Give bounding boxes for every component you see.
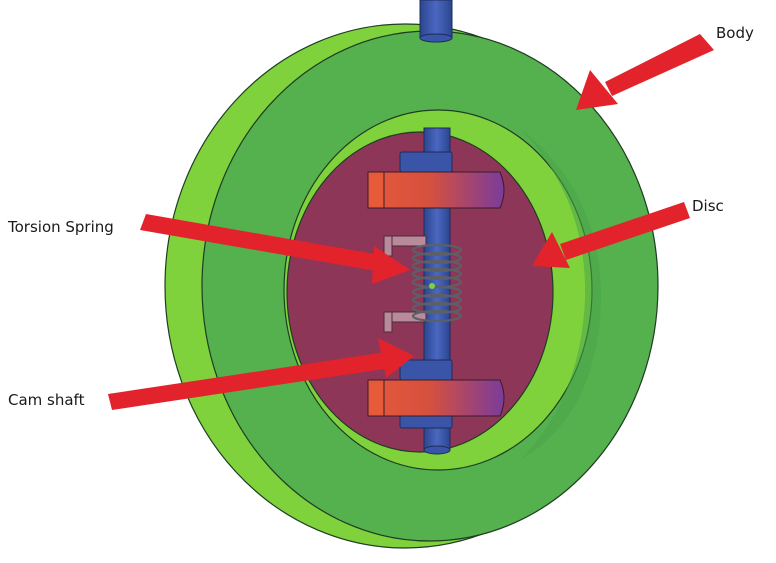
label-torsion-spring: Torsion Spring (7, 218, 114, 236)
label-cam-shaft: Cam shaft (8, 391, 85, 409)
arrow-disc (532, 202, 690, 268)
arrows (108, 34, 714, 410)
label-body: Body (716, 24, 754, 42)
spring-pin (429, 283, 435, 289)
upper-cam (367, 171, 505, 209)
arrow-torsion-spring (140, 214, 410, 284)
arrow-body (576, 34, 714, 110)
spring-bracket (383, 235, 427, 333)
arrow-cam-shaft (108, 338, 414, 410)
label-disc: Disc (692, 197, 724, 215)
torsion-spring (411, 243, 463, 323)
lower-cam (367, 379, 505, 417)
